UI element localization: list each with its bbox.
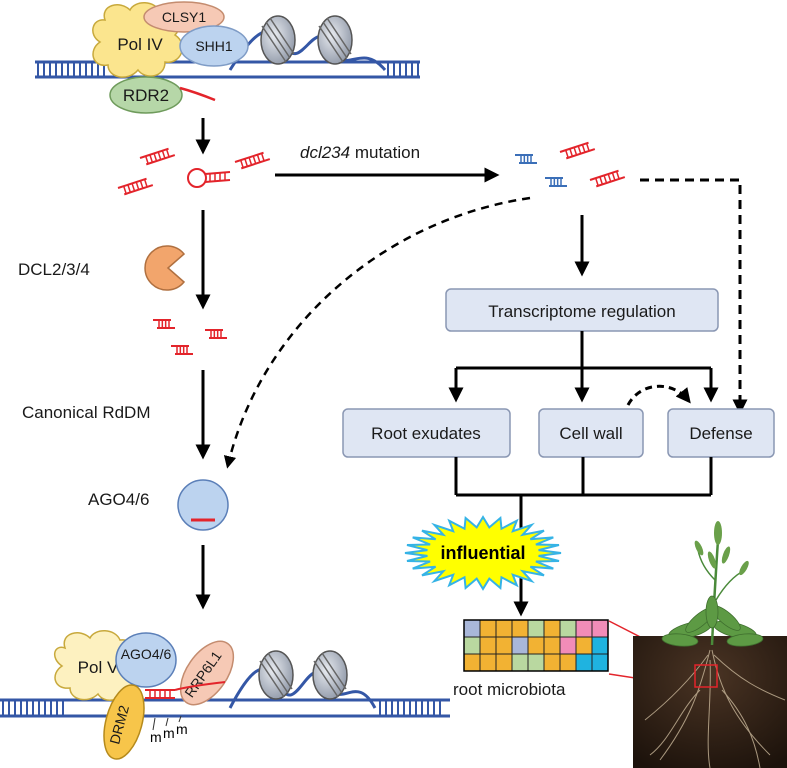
ago-bottom-protein: AGO4/6 [115, 632, 177, 688]
dashed-arrow-to-ago [223, 196, 531, 469]
microbiota-cell [511, 619, 529, 638]
influential-label: influential [441, 543, 526, 563]
ago-bottom-label: AGO4/6 [121, 646, 172, 662]
canonical-label: Canonical RdDM [22, 403, 151, 422]
pol5-label: Pol V [78, 658, 119, 677]
dsrna-duplex [515, 154, 537, 164]
microbiota-cell [543, 619, 561, 638]
shh1-protein: SHH1 [179, 25, 249, 67]
dcl-pacman-icon [144, 245, 186, 291]
microbiota-cell [495, 636, 513, 655]
defense-label: Defense [689, 424, 752, 443]
clsy1-protein: CLSY1 [143, 1, 225, 33]
microbiota-cell [463, 619, 481, 638]
microbiota-cell [527, 653, 545, 672]
rna-strand [179, 86, 216, 102]
dsrna-duplex [117, 177, 154, 196]
rdr2-protein: RDR2 [109, 76, 183, 114]
mutation-gene: dcl234 [300, 143, 350, 162]
dsrna-duplex [205, 329, 227, 339]
microbiota-cell [495, 619, 513, 638]
influential-burst: influential [404, 515, 562, 591]
branch-connectors [448, 331, 719, 403]
rdr2-label: RDR2 [123, 86, 169, 105]
microbiota-cell [479, 619, 497, 638]
methyl-mark: m [150, 729, 162, 745]
nucleosome-icon [317, 15, 353, 65]
mutation-label: dcl234 mutation [300, 143, 420, 162]
bottom-dna-strand [0, 667, 450, 718]
ago-protein [177, 479, 229, 531]
hairpin-rna [187, 168, 231, 188]
dsrna-duplex [559, 141, 596, 160]
microbiota-cell [559, 636, 577, 655]
plant-root-image [633, 521, 787, 768]
methyl-mark: m [176, 721, 188, 737]
dashed-arrow-to-defense [640, 178, 748, 415]
cell-wall-label: Cell wall [559, 424, 622, 443]
root-exudates-box: Root exudates [342, 408, 511, 458]
dsrna-duplex [545, 177, 567, 187]
microbiota-cell [575, 619, 593, 638]
microbiota-cell [543, 636, 561, 655]
dsrna-duplex [171, 345, 193, 355]
microbiota-cell [495, 653, 513, 672]
rna-duplex [145, 681, 226, 699]
bottom-dna-complex: Pol V AGO4/6 RRP6L1 DRM2 [0, 630, 450, 760]
mutant-srna-cluster [515, 141, 626, 188]
nucleosome-icon [258, 650, 294, 700]
microbiota-cell [527, 636, 545, 655]
microbiota-cell [511, 636, 529, 655]
microbiota-cell [479, 653, 497, 672]
methyl-mark: m [163, 725, 175, 741]
clsy1-label: CLSY1 [162, 9, 207, 25]
mutation-suffix: mutation [350, 143, 420, 162]
microbiota-cell [463, 653, 481, 672]
microbiota-cell [575, 636, 593, 655]
top-dna-strand [35, 29, 420, 79]
microbiota-grid [463, 619, 609, 672]
dsrna-duplex [589, 169, 626, 188]
microbiota-cell [559, 653, 577, 672]
pol4-label: Pol IV [117, 35, 163, 54]
drm2-protein: DRM2 [103, 684, 145, 760]
microbiota-cell [591, 653, 609, 672]
dsrna-duplex [234, 151, 271, 170]
ago-label: AGO4/6 [88, 490, 149, 509]
microbiota-cell [463, 636, 481, 655]
nucleosome-icon [260, 15, 296, 65]
cell-wall-box: Cell wall [538, 408, 644, 458]
microbiota-label: root microbiota [453, 680, 566, 699]
microbiota-cell [575, 653, 593, 672]
dcl-label: DCL2/3/4 [18, 260, 90, 279]
small-rna-cluster [153, 319, 227, 355]
microbiota-cell [527, 619, 545, 638]
microbiota-cell [559, 619, 577, 638]
shh1-label: SHH1 [195, 38, 233, 54]
microbiota-cell [591, 636, 609, 655]
dsrna-duplex [139, 147, 176, 166]
microbiota-cell [543, 653, 561, 672]
dashed-arrow-cellwall-defense [626, 384, 691, 406]
dsrna-duplex [153, 319, 175, 329]
microbiota-cell [591, 619, 609, 638]
transcriptome-label: Transcriptome regulation [488, 302, 675, 321]
nucleosome-icon [312, 650, 348, 700]
microbiota-cell [479, 636, 497, 655]
dsrna-cluster [117, 147, 271, 196]
transcriptome-box: Transcriptome regulation [445, 288, 719, 332]
root-exudates-label: Root exudates [371, 424, 481, 443]
defense-box: Defense [667, 408, 775, 458]
top-dna-complex: Pol IV CLSY1 SHH1 RDR2 [35, 1, 420, 114]
microbiota-cell [511, 653, 529, 672]
